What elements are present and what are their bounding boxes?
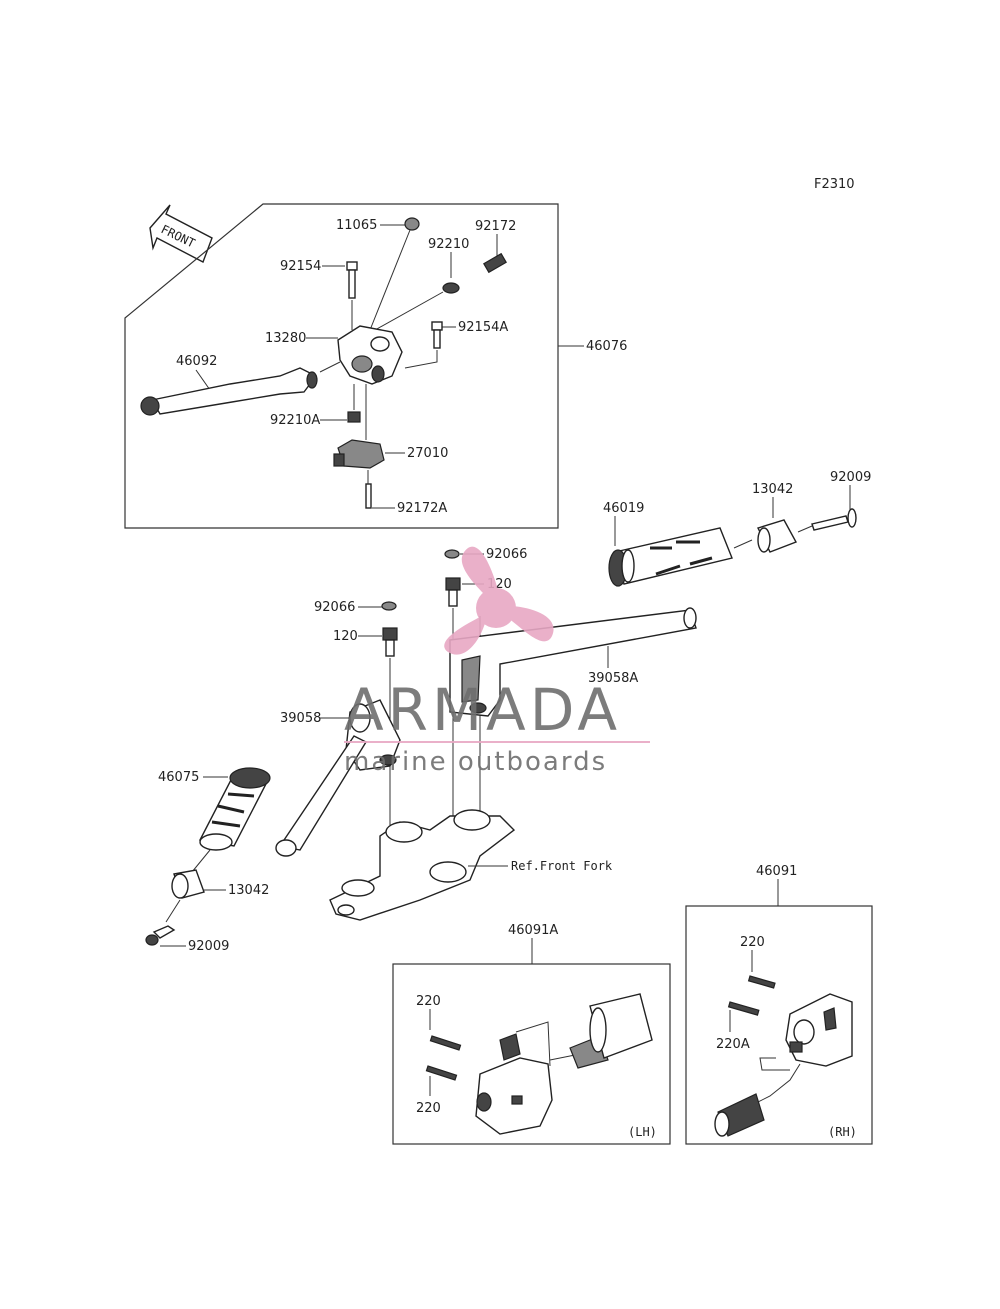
logo-propeller-blade-icon [508,606,554,642]
label-92154a: 92154A [458,320,508,335]
lever-46092 [140,361,341,416]
handlebar-39058 [275,699,401,857]
label-92009-right: 92009 [830,470,871,485]
label-13280: 13280 [265,331,306,346]
label-220-lh-top: 220 [416,994,441,1009]
triple-clamp [329,809,516,921]
screw-92172 [483,252,507,274]
bolt-120-right [445,577,461,607]
holder-13280 [337,325,403,385]
label-39058: 39058 [280,711,321,726]
bolt-92154a-head [431,321,443,331]
grip-46019 [608,527,733,587]
label-92066-right: 92066 [486,547,527,562]
label-92172: 92172 [475,219,516,234]
label-46091a: 46091A [508,923,558,938]
washer-92066-left [381,601,397,611]
screw-220-rh [747,975,776,989]
label-220-lh-bottom: 220 [416,1101,441,1116]
grip-46075 [198,767,271,851]
label-220a: 220A [716,1037,750,1052]
watermark-brand: ARMADA [344,676,621,744]
bolt-92154-head [346,261,358,271]
screw-220a [727,1001,760,1016]
label-46092: 46092 [176,354,217,369]
label-46075: 46075 [158,770,199,785]
clutch-lever-group-box [124,203,559,529]
label-ref-front-fork: Ref.Front Fork [511,859,613,873]
washer-92066-right [444,549,460,559]
label-11065: 11065 [336,218,377,233]
cap-11065 [404,217,420,231]
page-code: F2310 [814,177,855,192]
bolt-120-left [382,627,398,657]
label-92172a: 92172A [397,501,447,516]
bolt-92154 [348,269,356,299]
screw-92009-right [811,508,857,531]
label-13042-right: 13042 [752,482,793,497]
label-13042-left: 13042 [228,883,269,898]
label-92154: 92154 [280,259,321,274]
screw-92172a [365,483,372,509]
label-46091: 46091 [756,864,797,879]
label-27010: 27010 [407,446,448,461]
screw-220-lh-bottom [425,1065,458,1081]
rh-switch-housing [714,993,853,1137]
watermark-logo: ARMADA marine outboards [344,546,650,777]
watermark-tagline: marine outboards [344,747,607,777]
logo-propeller-hub-icon [476,588,516,628]
rh-label: (RH) [828,1125,857,1139]
label-46019: 46019 [603,501,644,516]
washer-92210 [442,282,460,294]
screw-220-lh-top [429,1035,462,1051]
label-120-left: 120 [333,629,358,644]
logo-propeller-blade-icon [461,546,498,596]
handlebar-39058a [449,607,697,717]
label-39058a: 39058A [588,671,638,686]
front-arrow-icon: FRONT [149,204,213,263]
screw-92009-left [145,925,176,946]
lh-switch-housing [475,993,653,1135]
lh-label: (LH) [628,1125,657,1139]
label-92210: 92210 [428,237,469,252]
label-92066-left: 92066 [314,600,355,615]
nut-92210a [347,411,361,423]
weight-13042-right [757,519,797,553]
bolt-92154a [433,329,441,349]
logo-propeller-blade-icon [444,616,486,655]
label-92009-left: 92009 [188,939,229,954]
weight-13042-left [171,869,205,899]
lh-switch-box [392,963,671,1145]
label-46076: 46076 [586,339,627,354]
label-220-rh: 220 [740,935,765,950]
switch-27010 [333,439,385,469]
label-92210a: 92210A [270,413,320,428]
rh-switch-box [685,905,873,1145]
